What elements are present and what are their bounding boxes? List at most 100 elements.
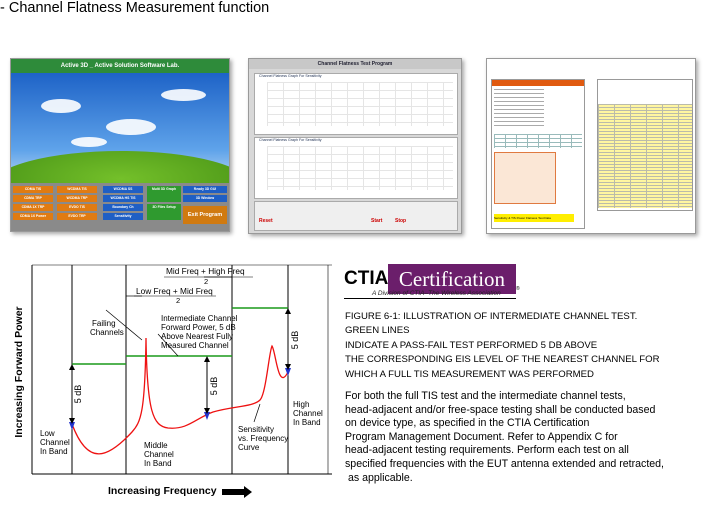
intermediate-line: Intermediate Channel	[161, 314, 238, 323]
body-line: on device type, as specified in the CTIA…	[345, 417, 590, 430]
arrowhead	[204, 408, 210, 414]
thumb2-title: Channel Flatness Test Program	[249, 59, 461, 69]
body-line: Program Management Document. Refer to Ap…	[345, 430, 618, 443]
report-table	[494, 89, 544, 129]
middle-channel-label: Middle Channel In Band	[144, 441, 176, 468]
x-axis-label: Increasing Frequency	[108, 485, 217, 497]
chart-grid	[267, 146, 453, 190]
cloud	[106, 119, 156, 135]
body-line: For both the full TIS test and the inter…	[345, 390, 626, 402]
cloud	[71, 137, 107, 147]
intermediate-line: Measured Channel	[161, 341, 229, 350]
high-channel-line: Channel	[293, 409, 323, 418]
arrowhead	[285, 308, 291, 314]
low-channel-label: Low Channel In Band	[40, 429, 72, 456]
caption-line: FIGURE 6-1: ILLUSTRATION OF INTERMEDIATE…	[345, 311, 638, 322]
db-label-left: 5 dB	[73, 385, 83, 404]
thumb1-button[interactable]: WCDMA TIS	[57, 186, 97, 193]
chart-grid	[267, 82, 453, 126]
intermediate-line: Forward Power, 5 dB	[161, 323, 236, 332]
thumb1-button[interactable]: CDMA 1X Power	[13, 213, 53, 220]
thumb1-button[interactable]: EVDO TRP	[57, 213, 97, 220]
thumb1-button[interactable]: WCDMA SS	[103, 186, 143, 193]
thumbnail-channel-flatness-program: Channel Flatness Test Program Channel Fl…	[248, 58, 462, 234]
thumb1-button[interactable]: WCDMA TRP	[57, 195, 97, 202]
low-channel-line: Low	[40, 429, 55, 438]
logo-ctia-text: CTIA	[344, 264, 388, 294]
caption-line: GREEN LINES	[345, 325, 410, 337]
high-channel-marker	[285, 368, 291, 376]
db-label-right: 5 dB	[290, 331, 300, 350]
ctia-certification-logo: CTIA Certification ®	[344, 264, 520, 298]
sensitivity-curve	[71, 337, 289, 455]
high-channel-line: High	[293, 400, 309, 409]
intermediate-channel-diagram: Increasing Forward Power Increasing Freq…	[13, 264, 332, 498]
reset-button[interactable]: Reset	[259, 218, 273, 224]
failing-channels-line: Channels	[90, 328, 124, 337]
thumb1-button[interactable]: 3D Window	[183, 195, 227, 202]
caption-line: INDICATE A PASS-FAIL TEST PERFORMED 5 DB…	[345, 339, 598, 351]
thumb1-title-bar: Active 3D _ Active Solution Software Lab…	[11, 59, 229, 73]
start-button[interactable]: Start	[371, 218, 383, 224]
cloud	[161, 89, 206, 101]
low-channel-marker	[69, 422, 75, 430]
arrowhead	[204, 356, 210, 362]
body-line: specified frequencies with the EUT anten…	[345, 457, 664, 470]
thumb2-controls: Reset Start Stop	[254, 201, 458, 231]
formula1-denominator: 2	[204, 277, 208, 286]
thumb1-button[interactable]: CDMA 1X TRP	[13, 204, 53, 211]
thumb1-button[interactable]: CDMA TRP	[13, 195, 53, 202]
failing-pointer	[105, 309, 143, 341]
caption-line: WHICH A FULL TIS MEASUREMENT WAS PERFORM…	[345, 368, 594, 380]
thumb2-chart-top: Channel Flatness Graph For Sensitivity	[254, 73, 458, 135]
sensitivity-line: Curve	[238, 443, 260, 452]
low-channel-line: In Band	[40, 447, 68, 456]
thumb1-button-panel: CDMA TIS CDMA TRP CDMA 1X TRP CDMA 1X Po…	[11, 183, 229, 231]
report-footer-label: Sensitivity & TIS Power Flatness Test Da…	[494, 214, 574, 222]
slide-title: - Channel Flatness Measurement function	[0, 0, 270, 16]
thumb1-button[interactable]: EVDO TIS	[57, 204, 97, 211]
thumb2-chart-bottom: Channel Flatness Graph For Sensitivity	[254, 137, 458, 199]
thumb1-button[interactable]: WCDMA HS TIS	[103, 195, 143, 202]
logo-certification-text: Certification	[388, 264, 516, 294]
sensitivity-line: Sensitivity	[238, 425, 274, 434]
exit-program-button[interactable]: Exit Program	[183, 206, 227, 224]
middle-channel-line: In Band	[144, 459, 172, 468]
report-grid	[494, 134, 582, 148]
arrowhead	[69, 418, 75, 424]
logo-subtitle: A Division of CTIA–The Wireless Associat…	[372, 290, 501, 297]
thumb1-button[interactable]: Boundary Ch	[103, 204, 143, 211]
stop-button[interactable]: Stop	[395, 218, 407, 224]
arrowhead	[69, 364, 75, 370]
body-line: head-adjacent testing requirements. Perf…	[345, 444, 629, 457]
logo-trademark: ®	[516, 286, 520, 292]
body-line: as applicable.	[345, 471, 413, 484]
thumb1-button[interactable]: Sensitivity	[103, 213, 143, 220]
x-axis-arrow-icon	[222, 486, 252, 498]
thumb1-button[interactable]: 3D Files Setup	[147, 204, 181, 220]
thumbnail-test-data-sheet: Sensitivity & TIS Power Flatness Test Da…	[486, 58, 696, 234]
middle-channel-marker	[204, 412, 210, 420]
low-channel-line: Channel	[40, 438, 70, 447]
formula2-denominator: 2	[176, 296, 180, 305]
sensitivity-curve-label: Sensitivity vs. Frequency Curve	[238, 425, 290, 452]
sensitivity-line: vs. Frequency	[238, 434, 288, 443]
formula2-numerator: Low Freq + Mid Freq	[136, 286, 213, 296]
db-label-mid: 5 dB	[209, 377, 219, 396]
cloud	[41, 99, 81, 113]
logo-underline	[344, 298, 516, 299]
middle-channel-line: Channel	[144, 450, 174, 459]
thumb1-button[interactable]: Multi 3D Graph	[147, 186, 181, 202]
high-channel-line: In Band	[293, 418, 321, 427]
thumb3-report-panel: Sensitivity & TIS Power Flatness Test Da…	[491, 79, 585, 229]
curve-pointer	[253, 403, 261, 423]
body-line: head-adjacent and/or free-space testing …	[345, 403, 656, 416]
arrowhead	[285, 364, 291, 370]
failing-channels-line: Failing	[92, 319, 116, 328]
chart-label: Channel Flatness Graph For Sensitivity	[259, 74, 322, 78]
intermediate-channel-label: Intermediate Channel Forward Power, 5 dB…	[161, 314, 240, 350]
thumb1-button[interactable]: CDMA TIS	[13, 186, 53, 193]
thumb1-button[interactable]: Ready 3D GUI	[183, 186, 227, 193]
data-table-grid	[598, 104, 692, 208]
high-channel-label: High Channel In Band	[293, 400, 325, 427]
